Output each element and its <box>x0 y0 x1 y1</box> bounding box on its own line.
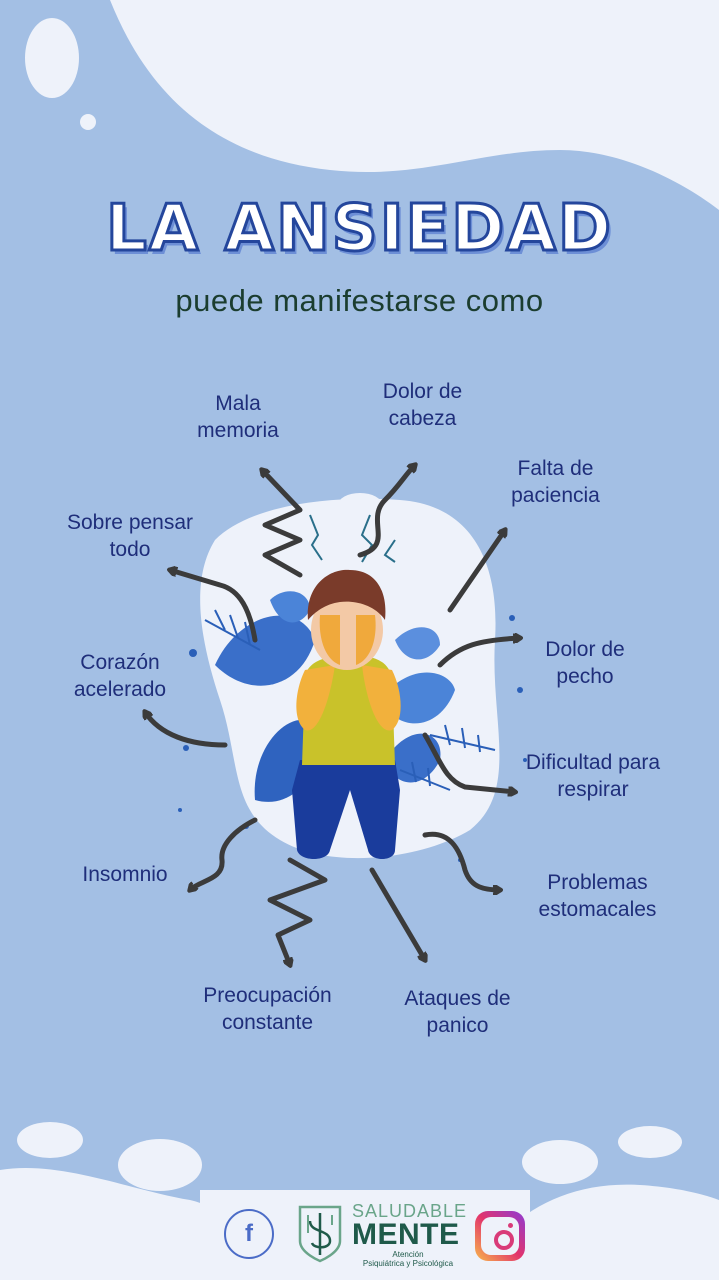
top-blob <box>110 0 719 210</box>
arrow-problemas <box>422 831 500 890</box>
symptom-preocupacion-constante: Preocupación constante <box>203 984 332 1034</box>
symptom-arrows <box>145 465 520 965</box>
blob-bubble-2 <box>406 530 434 550</box>
fern-strokes <box>204 609 496 791</box>
arrow-dificultad <box>422 732 515 792</box>
symptom-insomnio: Insomnio <box>82 863 168 886</box>
symptom-ataques-panico: Ataques de panico <box>404 987 511 1037</box>
symptom-dolor-pecho: Dolor de pecho <box>545 638 625 688</box>
instagram-icon[interactable] <box>475 1211 525 1261</box>
symptom-dificultad-respirar: Dificultad para respirar <box>525 751 661 801</box>
bottom-oval-3 <box>522 1140 598 1184</box>
instagram-dot <box>508 1223 513 1228</box>
arrow-dolor-cabeza <box>357 465 415 558</box>
arrow-insomnio <box>190 817 258 890</box>
bottom-oval-1 <box>17 1122 83 1158</box>
anxious-person-illustration <box>292 569 401 859</box>
facebook-icon[interactable]: f <box>224 1209 274 1259</box>
arrow-falta-paciencia <box>447 530 505 613</box>
small-oval-top-left <box>25 18 79 98</box>
brand-main: MENTE <box>352 1218 460 1251</box>
brand-tagline: Atención Psiquiátrica y Psicológica <box>362 1250 454 1268</box>
bottom-blob-right <box>470 1184 719 1280</box>
arrow-sobre-pensar <box>170 570 258 643</box>
symptom-dolor-cabeza: Dolor de cabeza <box>382 380 463 430</box>
symptom-sobre-pensar: Sobre pensar todo <box>66 511 194 561</box>
instagram-icon-inner <box>481 1217 519 1255</box>
page-subtitle: puede manifestarse como <box>175 283 544 318</box>
arrow-mala-memoria <box>262 470 303 578</box>
small-dot-top-left <box>80 114 96 130</box>
logo-mark-icon <box>298 1205 342 1263</box>
symptom-problemas-estomacales: Problemas estomacales <box>538 871 657 921</box>
bottom-oval-4 <box>618 1126 682 1158</box>
symptom-mala-memoria: Mala memoria <box>197 392 279 442</box>
instagram-lens <box>494 1230 514 1250</box>
arrow-ataques <box>369 867 425 960</box>
arrow-dolor-pecho <box>437 638 520 668</box>
brand-top: SALUDABLE <box>352 1201 468 1221</box>
symptom-corazon-acelerado: Corazón acelerado <box>73 651 167 701</box>
blob-bubble <box>338 493 382 517</box>
arrow-preocupacion <box>267 857 328 965</box>
symptom-falta-paciencia: Falta de paciencia <box>511 457 600 507</box>
page-title: LA ANSIEDAD <box>104 191 614 268</box>
bottom-oval-2 <box>118 1139 202 1191</box>
arrow-corazon <box>145 712 228 748</box>
